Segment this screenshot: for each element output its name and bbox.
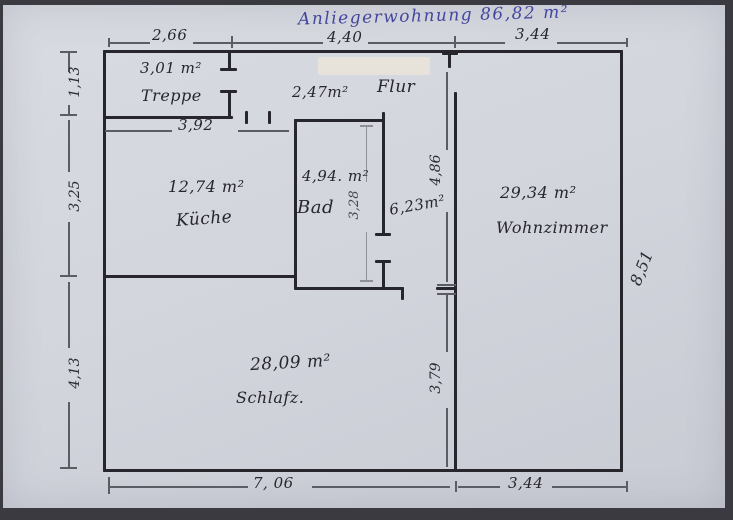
dimline-top-2 xyxy=(368,42,505,44)
dimtick-bad-inner-b xyxy=(360,280,373,282)
dim-label-top-middle: 4,40 xyxy=(327,28,363,46)
room-label-wohnzimmer: Wohnzimmer xyxy=(496,218,608,237)
doorpost-treppe-upper-stem xyxy=(228,52,231,70)
dimline-left-1a xyxy=(68,52,70,72)
paper-sheet xyxy=(3,5,725,508)
wall-stub-bad-corner xyxy=(382,112,385,120)
dimtick-bad-inner-a xyxy=(360,125,373,127)
dimline-bottom-1b xyxy=(312,486,450,488)
dim-label-bottom-right: 3,44 xyxy=(508,474,544,492)
dimline-left-2b xyxy=(68,222,70,275)
dim-label-top-right: 3,44 xyxy=(515,25,551,43)
dimtick-corridor-mid-b xyxy=(437,293,456,295)
dimtick-left-a xyxy=(60,51,77,53)
doorpost-treppe-lower-serif xyxy=(220,90,237,93)
dimline-bottom-1a xyxy=(108,486,248,488)
wall-bad-bottom xyxy=(294,287,404,290)
doorpost-treppe-upper-serif xyxy=(220,68,237,71)
dimline-top-3 xyxy=(557,42,626,44)
dimline-bottom-2b xyxy=(552,486,626,488)
dim-label-left-upper: 1,13 xyxy=(67,66,83,98)
dimline-corridor-upper-b xyxy=(446,212,448,282)
dimline-top-1a xyxy=(108,42,150,44)
dimtick-left-c xyxy=(60,275,77,277)
wall-outer-bottom xyxy=(103,469,623,472)
wall-outer-right xyxy=(620,50,623,472)
door-tick-schlafzimmer xyxy=(401,287,404,300)
redaction-patch xyxy=(318,57,430,75)
dimline-corridor-upper-a xyxy=(446,72,448,150)
dim-label-left-lower: 4,13 xyxy=(67,357,83,389)
dim-label-kueche-width: 3,92 xyxy=(178,116,214,134)
room-label-bad: Bad xyxy=(297,197,334,218)
room-area-wohnzimmer: 29,34 m² xyxy=(500,183,577,202)
dimline-left-3b xyxy=(68,402,70,467)
wall-outer-left xyxy=(103,50,106,472)
dimline-corridor-lower-a xyxy=(446,295,448,352)
doorpost-bad-lower-serif xyxy=(375,260,391,263)
room-label-kueche: Küche xyxy=(175,207,233,231)
wall-bad-right-lower xyxy=(382,262,385,290)
dim-label-bottom-left: 7, 06 xyxy=(253,474,294,492)
wall-bad-right-upper xyxy=(382,119,385,235)
dim-label-right-height: 8,51 xyxy=(625,248,657,289)
dimtick-top-c xyxy=(454,36,456,48)
room-area-bad: 4,94. m² xyxy=(302,167,370,185)
wall-treppe-bottom xyxy=(103,116,233,119)
wall-wohnzimmer-left xyxy=(454,92,457,472)
room-label-schlafzimmer: Schlafz. xyxy=(236,388,305,407)
wall-corridor-bottom xyxy=(436,287,457,290)
dimtick-bottom-c xyxy=(626,481,628,492)
dimline-kueche-b xyxy=(238,130,289,132)
dimline-bad-inner-b xyxy=(366,232,367,280)
doorpost-wohnzimmer-stem xyxy=(448,53,451,68)
dimline-corridor-lower-b xyxy=(446,408,448,467)
dimtick-bottom-b xyxy=(455,481,457,492)
room-area-korridor: 6,23m² xyxy=(387,191,447,219)
room-area-schlafzimmer: 28,09 m² xyxy=(249,350,332,376)
doorpost-treppe-lower-stem xyxy=(228,92,231,118)
dimtick-top-a xyxy=(108,38,110,47)
dimline-kueche-a xyxy=(105,130,172,132)
dimtick-corridor-mid-a xyxy=(437,284,456,286)
room-area-kueche: 12,74 m² xyxy=(168,177,245,196)
dimtick-top-d xyxy=(626,38,628,47)
wall-kueche-right xyxy=(294,119,297,289)
dimline-left-3a xyxy=(68,282,70,348)
door-tick-kueche-left xyxy=(245,111,248,124)
dim-label-top-left: 2,66 xyxy=(152,26,188,44)
dimline-left-1b xyxy=(68,105,70,115)
dimline-top-1b xyxy=(193,42,323,44)
dim-label-corridor-lower: 3,79 xyxy=(428,362,444,394)
dimtick-left-d xyxy=(60,467,77,469)
dimtick-bottom-a xyxy=(108,477,110,494)
dimline-bottom-2a xyxy=(458,486,500,488)
wall-kueche-bottom xyxy=(103,275,297,278)
room-area-treppe: 3,01 m² xyxy=(140,59,202,77)
wall-outer-top xyxy=(103,50,623,53)
wall-bad-top xyxy=(294,119,385,122)
door-tick-kueche-right xyxy=(268,111,271,124)
room-label-flur: Flur xyxy=(377,77,416,97)
dimline-left-2a xyxy=(68,120,70,172)
room-area-flur: 2,47m² xyxy=(292,83,349,101)
dimtick-top-b xyxy=(231,36,233,48)
dimline-bad-inner-a xyxy=(366,126,367,182)
dimtick-left-b xyxy=(60,114,77,116)
doorpost-bad-upper-serif xyxy=(375,233,391,236)
room-label-treppe: Treppe xyxy=(141,86,202,105)
dim-label-left-middle: 3,25 xyxy=(67,180,83,212)
